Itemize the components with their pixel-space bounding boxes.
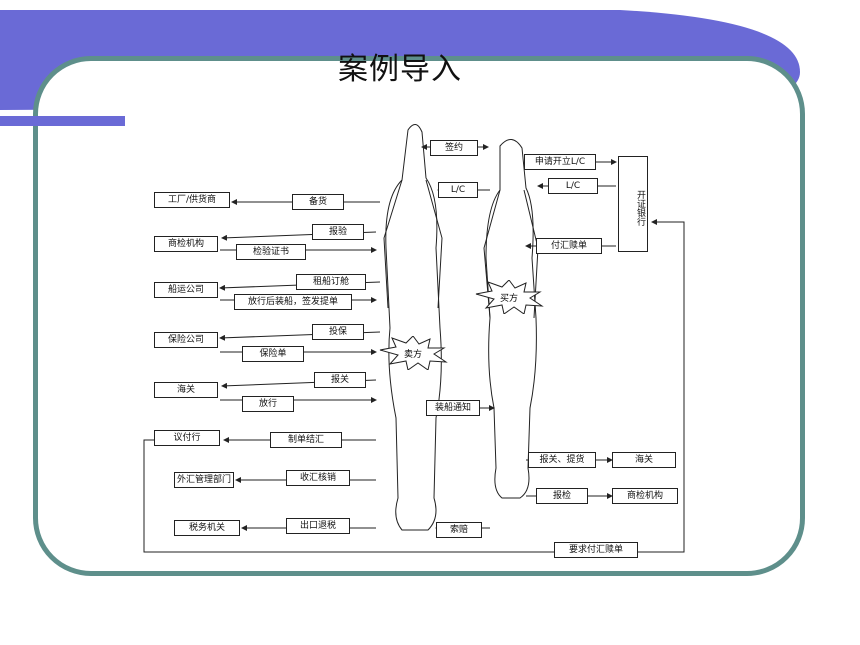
box-insure: 投保 bbox=[312, 324, 364, 340]
box-inspection-org: 商检机构 bbox=[154, 236, 218, 252]
box-shipping-co: 船运公司 bbox=[154, 282, 218, 298]
box-book-ship: 租船订舱 bbox=[296, 274, 366, 290]
box-certificate: 检验证书 bbox=[236, 244, 306, 260]
box-declare: 报关 bbox=[314, 372, 366, 388]
box-fx-dept: 外汇管理部门 bbox=[174, 472, 234, 488]
box-bl: 放行后装船，签发提单 bbox=[234, 294, 352, 310]
box-issuing-bank: 开证银行 bbox=[618, 156, 648, 252]
seller-label: 卖方 bbox=[404, 348, 422, 360]
box-insurance-co: 保险公司 bbox=[154, 332, 218, 348]
box-lc-back: L/C bbox=[548, 178, 598, 194]
banner-stripe bbox=[0, 116, 125, 126]
box-negotiating-bank: 议付行 bbox=[154, 430, 220, 446]
box-supplier: 工厂/供货商 bbox=[154, 192, 230, 208]
seller-starburst: 卖方 bbox=[379, 336, 448, 370]
page-title: 案例导入 bbox=[338, 52, 462, 87]
box-declare-take: 报关、提货 bbox=[528, 452, 596, 468]
box-stock: 备货 bbox=[292, 194, 344, 210]
box-apply-lc: 申请开立L/C bbox=[524, 154, 596, 170]
box-fx-writeoff: 收汇核销 bbox=[286, 470, 350, 486]
box-prepare-docs: 制单结汇 bbox=[270, 432, 342, 448]
box-export-rebate: 出口退税 bbox=[286, 518, 350, 534]
box-contract: 签约 bbox=[430, 140, 478, 156]
box-claim: 索赔 bbox=[436, 522, 482, 538]
box-request-pay: 要求付汇赎单 bbox=[554, 542, 638, 558]
box-release: 放行 bbox=[242, 396, 294, 412]
box-lc-to-seller: L/C bbox=[438, 182, 478, 198]
box-inspect-right: 报检 bbox=[536, 488, 588, 504]
box-policy: 保险单 bbox=[242, 346, 304, 362]
box-inspection-org-right: 商检机构 bbox=[612, 488, 678, 504]
seller-figure bbox=[385, 124, 442, 531]
box-pay-redeem: 付汇赎单 bbox=[536, 238, 602, 254]
box-customs-left: 海关 bbox=[154, 382, 218, 398]
buyer-figure bbox=[485, 139, 537, 499]
box-shipping-notice: 装船通知 bbox=[426, 400, 480, 416]
box-tax-office: 税务机关 bbox=[174, 520, 240, 536]
box-inspect: 报验 bbox=[312, 224, 364, 240]
buyer-starburst: 买方 bbox=[475, 280, 544, 314]
buyer-label: 买方 bbox=[500, 292, 518, 304]
box-customs-right: 海关 bbox=[612, 452, 676, 468]
trade-process-diagram: 卖方 买方 签约 L/C 装船通知 索赔 工厂/供货商 备货 商检机构 报验 检… bbox=[140, 118, 700, 566]
